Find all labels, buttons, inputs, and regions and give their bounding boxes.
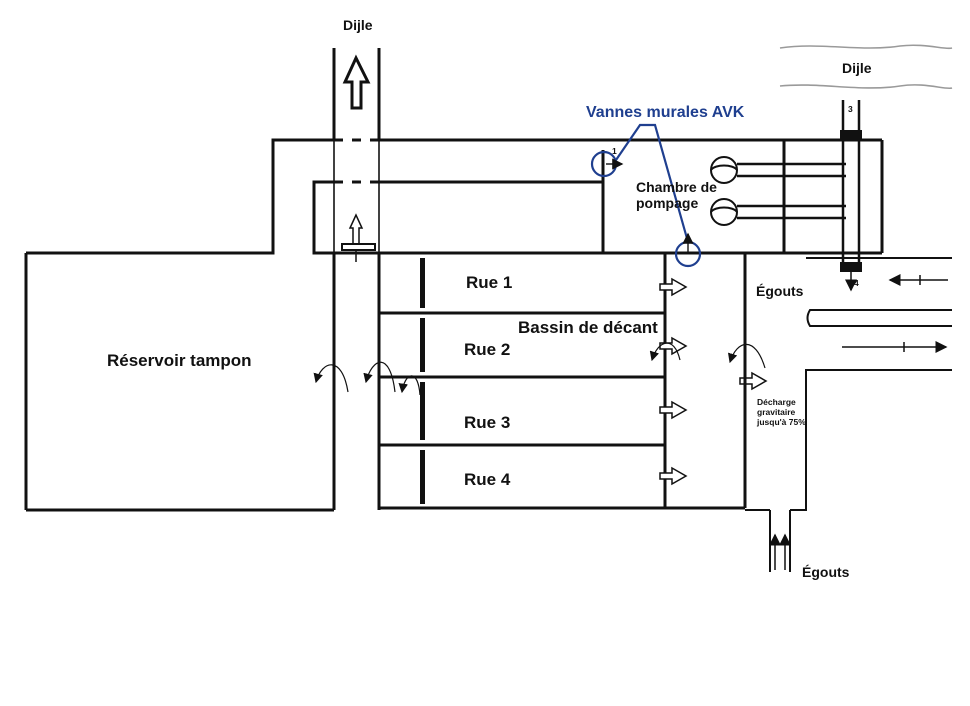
discharge-label-line3: jusqu'à 75% [756, 417, 806, 427]
sewer-flow-arrows [769, 274, 948, 570]
pump-discharge-pipes [737, 162, 846, 220]
river-label-top-left: Dijle [343, 17, 373, 33]
valve-4 [840, 262, 862, 272]
settling-basin-label: Bassin de décant [518, 318, 658, 337]
settling-basin [379, 253, 747, 510]
valve-small-arrows [606, 158, 694, 252]
buffer-tank-label: Réservoir tampon [107, 351, 252, 370]
pumps [710, 156, 738, 226]
valve-number-1: 1 [612, 146, 617, 156]
outlet-channel [332, 48, 381, 510]
valve-number-4: 4 [854, 278, 859, 288]
valve-number-3: 3 [848, 104, 853, 114]
weir-up-arrow [348, 213, 364, 245]
discharge-label-line2: gravitaire [757, 407, 796, 417]
pump-chamber-label-line1: Chambre de [636, 179, 717, 195]
lane-2-label: Rue 2 [464, 340, 510, 359]
discharge-label-line1: Décharge [757, 397, 796, 407]
lane-inlet-gates [420, 258, 425, 504]
sewers-bottom-label: Égouts [802, 564, 850, 580]
overflow-curved-arrows [313, 342, 766, 396]
river-dijle-right [779, 44, 953, 90]
upper-channel-walls [26, 138, 884, 255]
pump-chamber-label-line2: pompage [636, 195, 698, 211]
outlet-flow-arrow [342, 54, 371, 110]
lane-3-label: Rue 3 [464, 413, 510, 432]
valve-3 [840, 130, 862, 140]
weir [341, 243, 376, 251]
lane-1-label: Rue 1 [466, 273, 512, 292]
pressure-pipe-to-dijle [841, 100, 861, 270]
buffer-tank [24, 253, 334, 512]
river-label-top-right: Dijle [842, 60, 872, 76]
valves-label: Vannes murales AVK [586, 104, 745, 121]
lane-4-label: Rue 4 [464, 470, 511, 489]
gravity-discharge-arrow [739, 371, 768, 391]
sewers-right-label: Égouts [756, 283, 804, 299]
